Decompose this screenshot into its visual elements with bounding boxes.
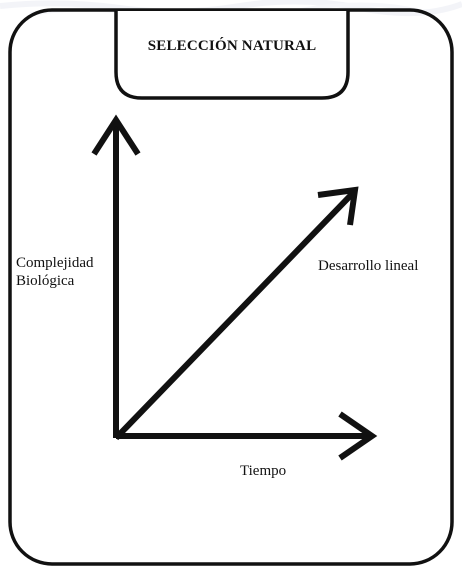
title-box: [114, 11, 350, 100]
y-axis-label: Complejidad Biológica: [16, 254, 126, 290]
diagram-title: SELECCIÓN NATURAL: [147, 38, 317, 54]
y-axis-arrow: [91, 114, 141, 438]
outer-frame: [8, 8, 454, 566]
y-axis-label-line1: Complejidad: [16, 255, 94, 271]
x-axis-arrow: [116, 411, 378, 461]
x-axis-label: Tiempo: [240, 463, 287, 479]
y-axis-label-line2: Biológica: [16, 273, 75, 289]
diagonal-arrow: [113, 186, 359, 441]
diagonal-label: Desarrollo lineal: [318, 258, 419, 274]
